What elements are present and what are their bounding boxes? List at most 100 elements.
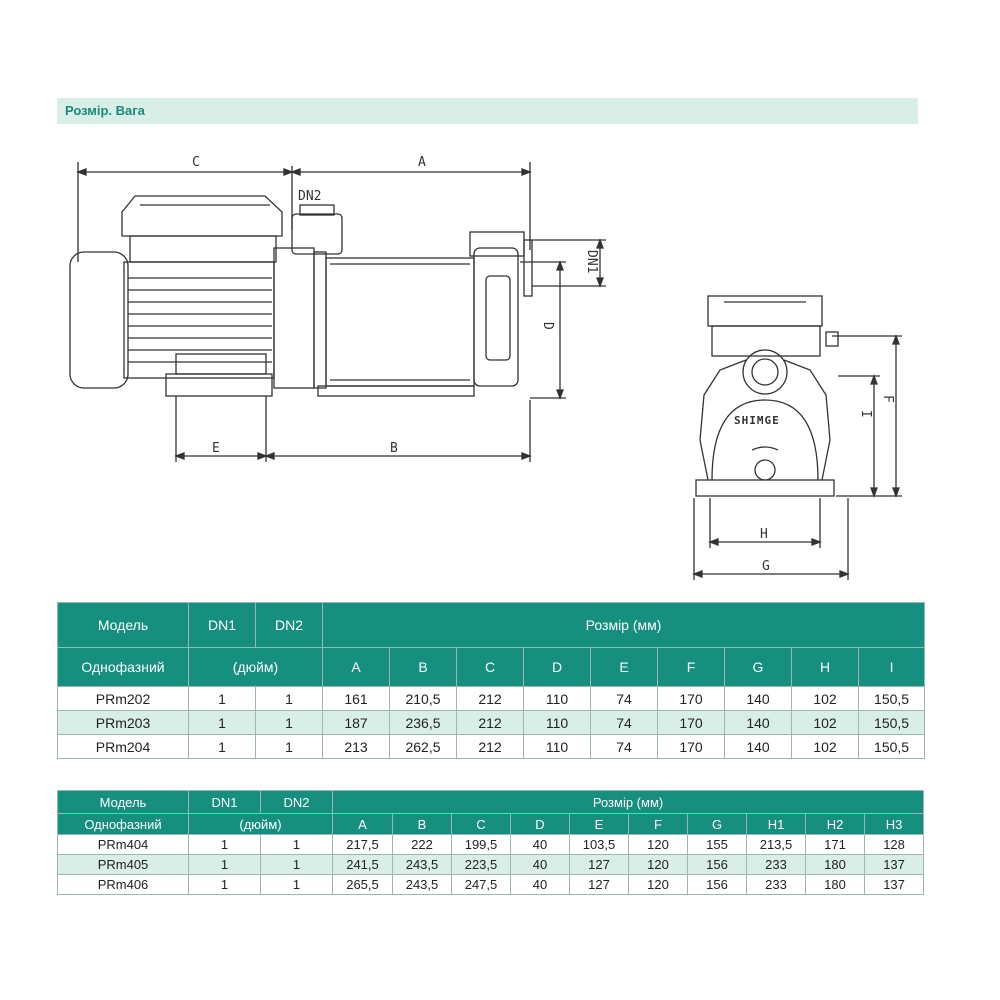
shimge-logo-text: SHIMGE <box>734 414 780 427</box>
cell: 110 <box>523 710 591 735</box>
col-header: E <box>569 813 629 835</box>
cell-model: PRm202 <box>57 686 189 711</box>
cell: 1 <box>188 710 256 735</box>
label-dn1: DN1 <box>584 250 599 273</box>
col-header: F <box>628 813 688 835</box>
label-b: B <box>390 441 398 456</box>
cell: 120 <box>628 874 688 895</box>
cell: 1 <box>255 686 323 711</box>
cell: 212 <box>456 686 524 711</box>
col-header: H3 <box>863 813 925 835</box>
cell: 243,5 <box>392 874 452 895</box>
cell: 127 <box>569 874 629 895</box>
header-size: Розмір (мм) <box>331 790 925 814</box>
cell: 1 <box>260 874 333 895</box>
cell-model: PRm404 <box>57 834 189 855</box>
cell: 110 <box>523 686 591 711</box>
cell-model: PRm204 <box>57 734 189 759</box>
table-row: PRm202 1 1 161 210,5 212 110 74 170 140 … <box>57 686 926 711</box>
cell: 180 <box>805 854 865 875</box>
header-phase: Однофазний <box>57 813 189 835</box>
cell: 212 <box>456 734 524 759</box>
header-inch: (дюйм) <box>188 813 333 835</box>
header-size: Розмір (мм) <box>321 602 926 648</box>
cell: 180 <box>805 874 865 895</box>
table-row: PRm405 1 1 241,5 243,5 223,5 40 127 120 … <box>57 854 925 875</box>
col-header: G <box>724 647 792 687</box>
col-header: H2 <box>805 813 865 835</box>
header-model: Модель <box>57 602 189 648</box>
cell: 1 <box>255 734 323 759</box>
cell: 137 <box>863 874 925 895</box>
cell: 156 <box>687 874 747 895</box>
label-a: A <box>418 155 426 170</box>
spec-table-prm200: Модель DN1 DN2 Розмір (мм) Однофазний (д… <box>57 602 926 759</box>
cell-model: PRm406 <box>57 874 189 895</box>
cell: 241,5 <box>332 854 393 875</box>
cell: 170 <box>657 734 725 759</box>
cell: 127 <box>569 854 629 875</box>
cell: 247,5 <box>451 874 511 895</box>
cell: 40 <box>510 854 570 875</box>
cell: 213 <box>322 734 390 759</box>
table-row: PRm406 1 1 265,5 243,5 247,5 40 127 120 … <box>57 874 925 895</box>
cell: 187 <box>322 710 390 735</box>
section-header-bar: Розмір. Вага <box>57 98 918 124</box>
col-header: A <box>332 813 393 835</box>
table-row: PRm203 1 1 187 236,5 212 110 74 170 140 … <box>57 710 926 735</box>
cell: 155 <box>687 834 747 855</box>
cell: 1 <box>188 874 261 895</box>
cell: 265,5 <box>332 874 393 895</box>
cell: 140 <box>724 734 792 759</box>
header-dn2: DN2 <box>255 602 323 648</box>
col-header: D <box>523 647 591 687</box>
col-header: H1 <box>746 813 806 835</box>
col-header: F <box>657 647 725 687</box>
cell: 170 <box>657 710 725 735</box>
cell: 137 <box>863 854 925 875</box>
col-header: H <box>791 647 859 687</box>
cell: 1 <box>188 854 261 875</box>
cell: 199,5 <box>451 834 511 855</box>
cell: 150,5 <box>857 710 926 735</box>
col-header: E <box>590 647 658 687</box>
table-row: PRm204 1 1 213 262,5 212 110 74 170 140 … <box>57 734 926 759</box>
cell: 1 <box>260 834 333 855</box>
cell: 243,5 <box>392 854 452 875</box>
cell: 150,5 <box>857 734 926 759</box>
cell: 74 <box>590 734 658 759</box>
cell-model: PRm405 <box>57 854 189 875</box>
table-row: PRm404 1 1 217,5 222 199,5 40 103,5 120 … <box>57 834 925 855</box>
cell: 1 <box>188 734 256 759</box>
label-h: H <box>760 527 768 542</box>
cell: 40 <box>510 874 570 895</box>
cell: 156 <box>687 854 747 875</box>
label-e: E <box>212 441 220 456</box>
col-header: I <box>857 647 926 687</box>
header-inch: (дюйм) <box>188 647 323 687</box>
section-title: Розмір. Вага <box>65 103 145 118</box>
label-c: C <box>192 155 200 170</box>
cell: 102 <box>791 710 859 735</box>
cell: 236,5 <box>389 710 457 735</box>
label-f: F <box>880 395 895 403</box>
header-dn1: DN1 <box>188 602 256 648</box>
cell: 120 <box>628 854 688 875</box>
header-phase: Однофазний <box>57 647 189 687</box>
cell: 1 <box>188 834 261 855</box>
cell: 161 <box>322 686 390 711</box>
cell: 102 <box>791 734 859 759</box>
col-header: C <box>456 647 524 687</box>
header-dn2: DN2 <box>260 790 333 814</box>
cell: 102 <box>791 686 859 711</box>
col-header: B <box>392 813 452 835</box>
col-header: C <box>451 813 511 835</box>
cell: 150,5 <box>857 686 926 711</box>
cell: 140 <box>724 686 792 711</box>
header-dn1: DN1 <box>188 790 261 814</box>
cell: 128 <box>863 834 925 855</box>
cell: 233 <box>746 854 806 875</box>
cell: 213,5 <box>746 834 806 855</box>
cell: 233 <box>746 874 806 895</box>
cell: 1 <box>255 710 323 735</box>
